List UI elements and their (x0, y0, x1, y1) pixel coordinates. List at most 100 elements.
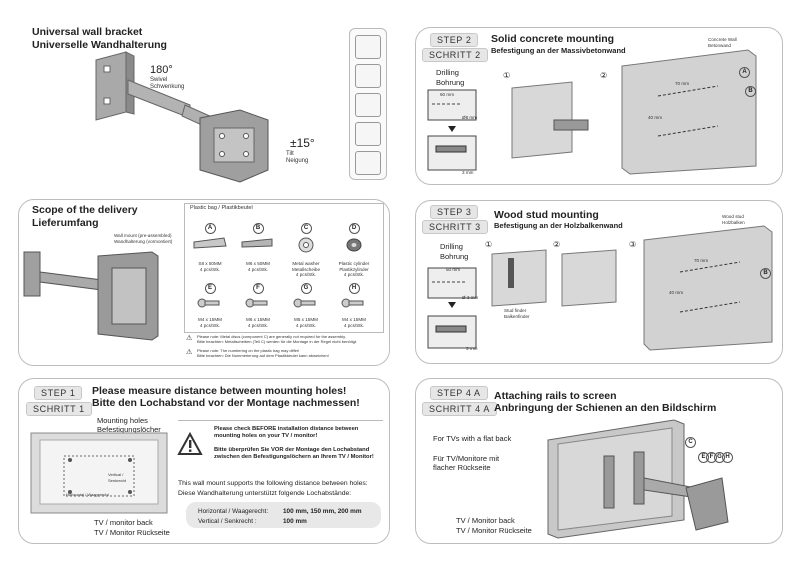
part-spec: Plastic cylinder (338, 261, 370, 266)
tv-back-en: TV / Monitor back (456, 516, 515, 525)
step2-tag-de: SCHRITT 2 (422, 48, 488, 62)
part-b: B M6 x 50MM 4 pcs/Stk. (236, 216, 280, 272)
bracket-illustration (95, 51, 269, 183)
gap-label: 3 mm (466, 346, 478, 351)
note-1-en: Please note: Metal discs (component C) a… (197, 334, 346, 339)
drilling-en: Drilling (440, 242, 463, 251)
horizontal-spec-value: 100 mm, 150 mm, 200 mm (283, 508, 362, 515)
screw-icon (245, 298, 268, 308)
step2-tag-en: STEP 2 (430, 33, 479, 47)
part-d: D Plastic cylinder Plastikzylinder 4 pcs… (332, 216, 376, 278)
warning-block: Please check BEFORE installation distanc… (177, 420, 383, 465)
dim-vertical: 40 mm (669, 290, 684, 295)
step4-tag-en: STEP 4 A (430, 386, 488, 400)
depth-label: 50 mm (446, 267, 461, 272)
screw-icon (293, 298, 316, 308)
note-2-de: Bitte beachten: Die Nummerierung auf dem… (197, 353, 329, 358)
part-letter: D (348, 223, 360, 234)
step2-title-de: Befestigung an der Massivbetonwand (491, 46, 626, 55)
tv-rails-illustration (547, 419, 729, 539)
tools-column (349, 28, 387, 180)
vertical-label: Vertical / Senkrecht (108, 472, 127, 483)
step3-title-de: Befestigung an der Holzbalkenwand (494, 221, 623, 230)
holes-label-en: Mounting holes (97, 416, 148, 425)
label-b: B (760, 268, 771, 279)
swivel-label-de: Schwenkung (150, 84, 185, 90)
part-e: E M4 x 15MM 4 pcs/Stk. (188, 276, 232, 328)
part-g: G M5 x 15MM 4 pcs/Stk. (284, 276, 328, 328)
step3-num2: ② (553, 240, 561, 249)
vertical-spec-label: Vertical / Senkrecht : (198, 518, 257, 525)
part-qty: 4 pcs/Stk. (199, 322, 221, 328)
part-letter: A (204, 223, 216, 234)
drill-diagram (427, 267, 477, 349)
title-de: Universelle Wandhalterung (32, 39, 167, 51)
tv-back-illustration (30, 432, 168, 514)
title-en: Universal wall bracket (32, 26, 143, 38)
part-c: C Metal washer Metallscheibe 4 pcs/Stk. (284, 216, 328, 278)
concrete-wall-label-en: Concrete Wall (708, 37, 737, 42)
part-qty: 4 pcs/Stk. (295, 272, 317, 277)
warning-triangle-icon (177, 431, 203, 455)
spec-box (186, 502, 381, 528)
part-spec: M5 x 15MM (294, 317, 318, 322)
screw-icon (241, 238, 273, 248)
swivel-label-en: Swivel (150, 77, 168, 83)
hammer-drill-tool-icon (355, 93, 381, 117)
part-spec: M6 x 50MM (246, 261, 270, 266)
part-qty: 4 pcs/Stk. (247, 266, 269, 272)
warning-icon: ⚠ (186, 349, 193, 356)
mount-illustration (23, 251, 159, 341)
part-letter: B (252, 223, 264, 234)
part-spec: M4 x 15MM (342, 317, 366, 322)
stud-finder-wall (491, 249, 547, 307)
step2-num1: ① (503, 71, 511, 80)
concrete-wall-label-de: Betonwand (708, 43, 731, 48)
label-a: A (739, 67, 750, 78)
screw-icon (341, 298, 364, 308)
note-2: ⚠ Please note: The numbering on the plas… (186, 348, 382, 358)
step2-title-en: Solid concrete mounting (491, 33, 615, 45)
part-spec: S8 x 50MM (198, 261, 222, 266)
part-letter: C (300, 223, 312, 234)
step2-num2: ② (600, 71, 608, 80)
label-h: H (722, 452, 733, 463)
drilling-de: Bohrung (440, 252, 469, 261)
depth-label: 60 mm (440, 92, 455, 97)
support-en: This wall mount supports the following d… (178, 480, 368, 487)
horizontal-spec-label: Horizontal / Waagerecht: (198, 508, 269, 515)
scope-title-de: Lieferumfang (32, 217, 99, 229)
person-icon (355, 151, 381, 175)
step3-num3: ③ (629, 240, 637, 249)
step3-num1: ① (485, 240, 493, 249)
gap-label: 3 mm (462, 170, 474, 175)
part-h: H M4 x 15MM 4 pcs/Stk. (332, 276, 376, 328)
tv-back-en: TV / monitor back (94, 518, 153, 527)
part-letter: H (348, 283, 360, 294)
vertical-spec-value: 100 mm (283, 518, 307, 525)
concrete-wall-large (621, 49, 757, 175)
level-tool-icon (355, 122, 381, 146)
tv-back-de: TV / Monitor Rückseite (94, 528, 170, 537)
part-spec: M6 x 15MM (246, 317, 270, 322)
part-qty: 4 pcs/Stk. (343, 322, 365, 328)
part-a: A S8 x 50MM 4 pcs/Stk. (188, 216, 232, 272)
bag-label: Plastic bag / Plastikbeutel (190, 205, 253, 211)
tv-back-de: TV / Monitor Rückseite (456, 526, 532, 535)
label-b: B (745, 86, 756, 97)
scope-title-en: Scope of the delivery (32, 204, 138, 216)
label-c: C (685, 437, 696, 448)
panel-universal-bracket: Universal wall bracket Universelle Wandh… (0, 0, 392, 190)
mount-label-en: Wall mount (pre-assembled) (114, 233, 172, 238)
screw-icon (197, 298, 220, 308)
step1-tag-en: STEP 1 (34, 386, 83, 400)
part-qty: 4 pcs/Stk. (343, 272, 365, 277)
stud-finder-en: Stud finder (504, 308, 527, 313)
step3-title-en: Wood stud mounting (494, 209, 599, 221)
part-qty: 4 pcs/Stk. (247, 322, 269, 328)
part-qty: 4 pcs/Stk. (295, 322, 317, 328)
tilt-label-de: Neigung (286, 158, 309, 164)
washer-icon (298, 237, 314, 253)
wood-wall-small (561, 249, 617, 307)
step4-title-en: Attaching rails to screen (494, 390, 617, 402)
